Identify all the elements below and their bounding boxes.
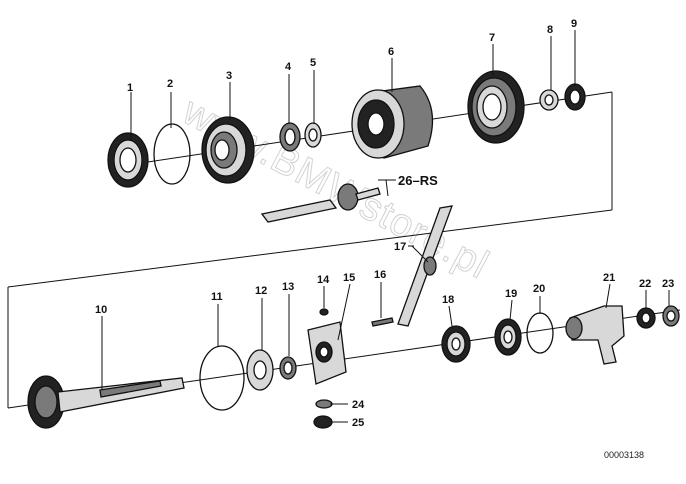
callout-15: 15 bbox=[343, 272, 355, 284]
callout-4: 4 bbox=[285, 61, 292, 73]
callout-1: 1 bbox=[127, 82, 133, 94]
callout-18: 18 bbox=[442, 294, 454, 306]
leader-lines bbox=[101, 30, 670, 423]
part-7-ring-gear bbox=[467, 70, 525, 144]
part-13-ring bbox=[279, 356, 297, 380]
callout-8: 8 bbox=[547, 24, 553, 36]
part-6-planet-carrier bbox=[351, 85, 434, 159]
part-14-screw bbox=[319, 308, 329, 316]
callout-9: 9 bbox=[571, 18, 577, 30]
part-10-input-shaft bbox=[27, 375, 185, 429]
part-5-thrust-washer bbox=[304, 122, 322, 148]
callout-23: 23 bbox=[662, 278, 674, 290]
callout-16: 16 bbox=[374, 269, 386, 281]
callout-6: 6 bbox=[388, 46, 394, 58]
part-23-washer bbox=[662, 305, 680, 327]
callout-10: 10 bbox=[95, 304, 107, 316]
part-8-washer bbox=[539, 89, 559, 111]
part-24-sealing-washer bbox=[315, 399, 333, 409]
part-18-bearing bbox=[441, 325, 471, 363]
callout-12: 12 bbox=[255, 285, 267, 297]
part-12-lock-plate bbox=[246, 349, 274, 391]
part-3-ball-bearing bbox=[201, 116, 255, 184]
callout-11: 11 bbox=[211, 291, 223, 303]
part-9-seal bbox=[564, 83, 586, 111]
catalog-number: 00003138 bbox=[604, 450, 644, 460]
callout-2: 2 bbox=[167, 78, 173, 90]
callout-labels: 1 2 3 4 5 6 7 8 9 26–RS 10 11 12 13 14 1… bbox=[95, 18, 674, 429]
callout-24: 24 bbox=[352, 399, 365, 411]
callout-22: 22 bbox=[639, 278, 651, 290]
part-1-shaft-seal bbox=[107, 132, 149, 188]
callout-20: 20 bbox=[533, 283, 545, 295]
callout-5: 5 bbox=[310, 57, 316, 69]
callout-7: 7 bbox=[489, 32, 495, 44]
part-16-bolt bbox=[371, 317, 394, 327]
callout-19: 19 bbox=[505, 288, 517, 300]
part-15-housing bbox=[307, 321, 347, 385]
callout-26: 26–RS bbox=[398, 173, 438, 188]
part-19-bearing bbox=[494, 318, 522, 356]
callout-13: 13 bbox=[282, 281, 294, 293]
part-26-output-shaft bbox=[260, 183, 381, 223]
part-21-flange bbox=[565, 305, 625, 365]
part-2-snap-ring bbox=[153, 123, 191, 185]
callout-14: 14 bbox=[317, 274, 330, 286]
part-11-o-ring bbox=[199, 345, 245, 411]
part-22-nut bbox=[636, 307, 656, 329]
callout-25: 25 bbox=[352, 417, 364, 429]
part-25-plug bbox=[313, 415, 333, 429]
callout-3: 3 bbox=[226, 70, 232, 82]
part-20-o-ring bbox=[526, 312, 554, 354]
part-4-needle-bearing bbox=[279, 122, 301, 152]
callout-17: 17 bbox=[394, 241, 406, 253]
callout-21: 21 bbox=[603, 272, 615, 284]
